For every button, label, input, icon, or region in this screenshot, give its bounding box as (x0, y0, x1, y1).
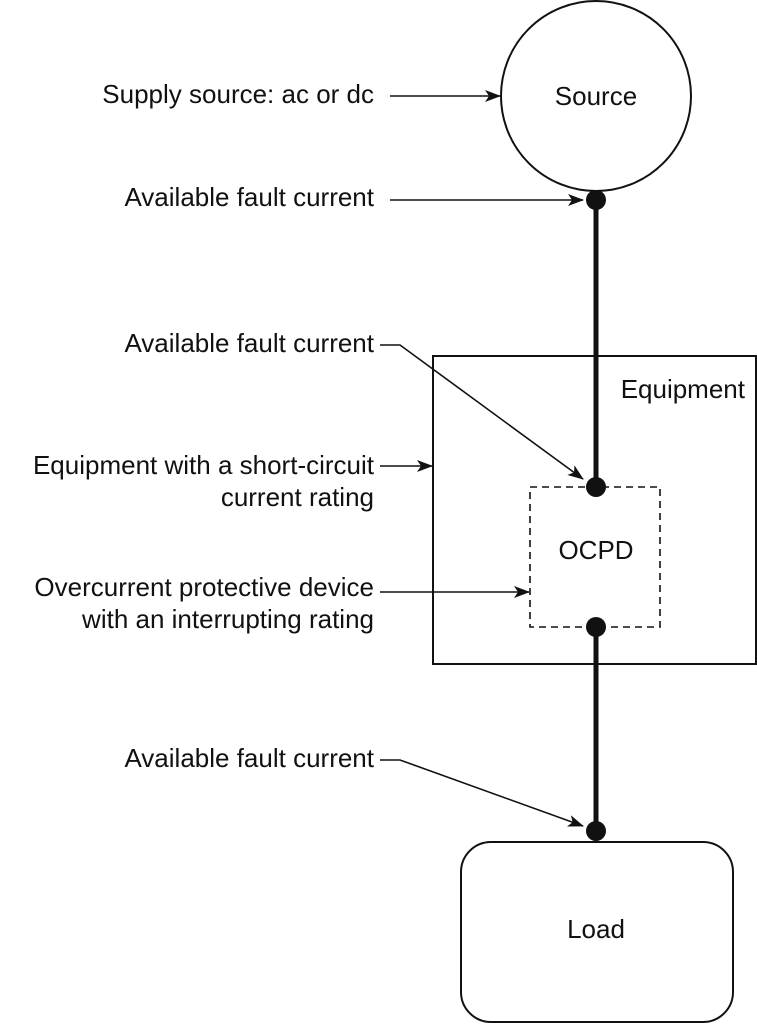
fault-current-load-arrow (380, 759, 584, 827)
ocpd-description-line1: Overcurrent protective device (34, 572, 374, 602)
fault-current-load-label: Available fault current (124, 743, 374, 773)
load-label: Load (567, 914, 625, 944)
supply-source-label: Supply source: ac or dc (102, 79, 374, 109)
fault-current-source-label: Available fault current (124, 182, 374, 212)
source-terminal-dot (586, 190, 606, 210)
ocpd-node: OCPD (529, 486, 661, 628)
fault-current-equipment-label: Available fault current (124, 328, 374, 358)
equipment-sccr-label-line2: current rating (221, 482, 374, 512)
source-node: Source (500, 0, 692, 192)
equipment-sccr-label-line1: Equipment with a short-circuit (33, 450, 375, 480)
ocpd-description-line2: with an interrupting rating (81, 604, 374, 634)
load-box (460, 841, 734, 1023)
ocpd-load-terminal-dot (586, 617, 606, 637)
equipment-label: Equipment (621, 374, 746, 404)
fault-current-equipment-arrow (380, 344, 584, 480)
load-node: Load (460, 841, 734, 1023)
ocpd-line-terminal-dot (586, 477, 606, 497)
source-label: Source (555, 81, 637, 111)
load-terminal-dot (586, 821, 606, 841)
ocpd-label: OCPD (558, 535, 633, 565)
